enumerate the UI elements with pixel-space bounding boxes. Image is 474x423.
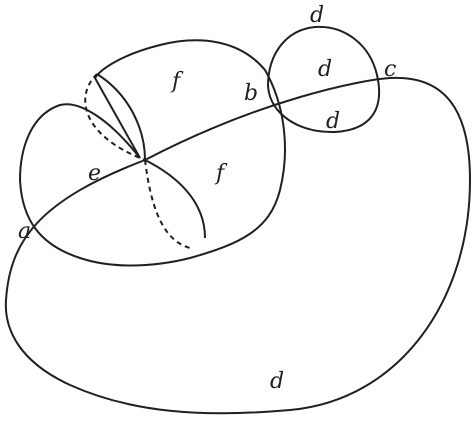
label-f-upper: f <box>170 69 184 94</box>
small-upper-right-loop <box>266 25 381 134</box>
label-f-lower: f <box>214 161 228 186</box>
label-d-top: d <box>310 3 324 28</box>
label-c: c <box>384 57 396 82</box>
large-outer-loop <box>4 76 472 415</box>
front-lower-arc <box>144 159 206 239</box>
label-d-inner-upper: d <box>318 57 332 82</box>
hidden-upper-arc <box>84 73 146 161</box>
label-e: e <box>88 161 101 186</box>
label-d-inner-lower: d <box>326 109 340 134</box>
upper-left-loop <box>18 39 286 267</box>
label-a: a <box>18 219 31 244</box>
label-b: b <box>244 81 258 106</box>
front-upper-arc <box>96 73 146 161</box>
label-d-bottom: d <box>270 369 284 394</box>
hidden-lower-arc <box>144 159 191 249</box>
